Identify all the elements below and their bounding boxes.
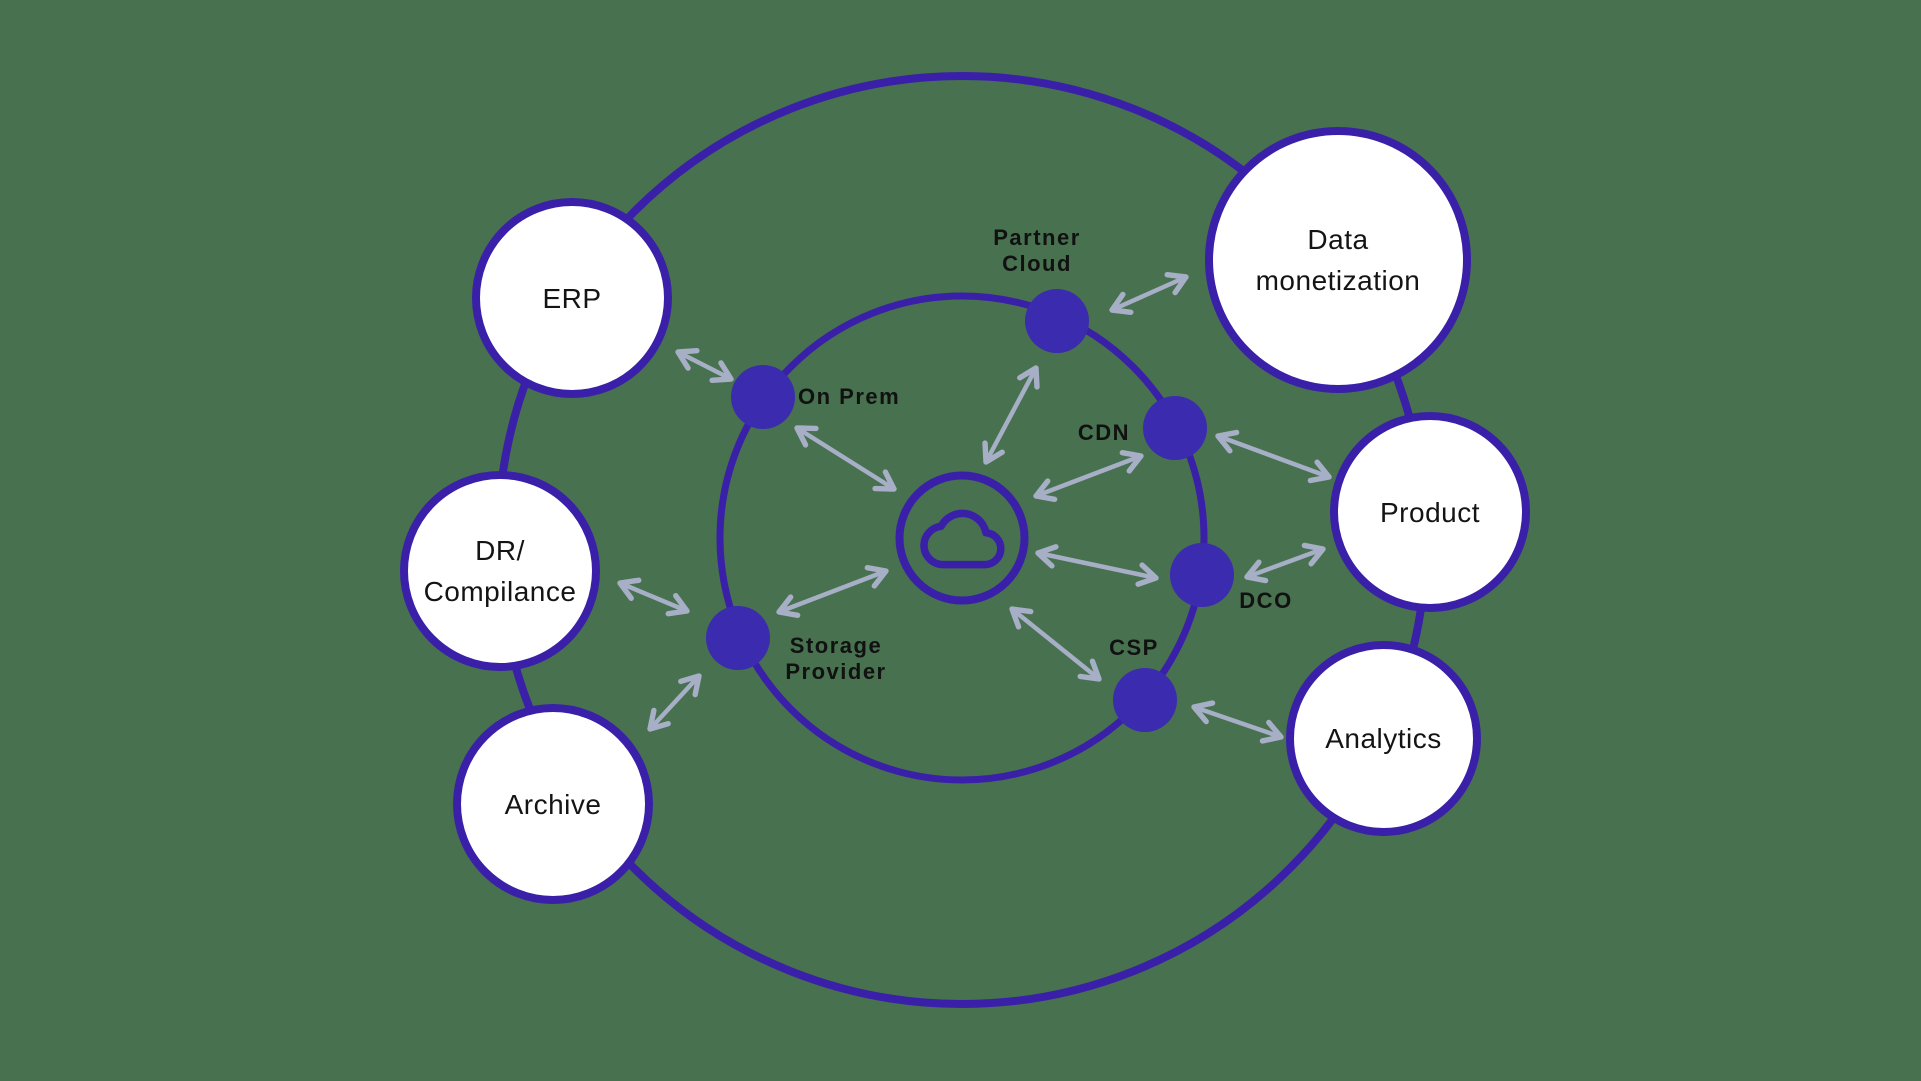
storage-provider-node <box>706 606 770 670</box>
hub-data-monetization-label: Data monetization <box>1255 224 1421 296</box>
storage-provider-label: Storage Provider <box>785 633 887 684</box>
arrow-cloud-dco <box>1035 544 1159 587</box>
hub-dr-compilance: DR/ Compilance <box>400 471 600 671</box>
hub-erp-label: ERP <box>542 282 602 314</box>
cloud-icon <box>920 509 1005 569</box>
inner-ring <box>716 292 1208 784</box>
on-prem-label: On Prem <box>798 384 901 409</box>
arrow-partner-cloud-data-monetization <box>1109 272 1189 315</box>
partner-cloud-node <box>1025 289 1089 353</box>
arrow-cdn-product <box>1215 429 1332 484</box>
dco-node <box>1170 543 1234 607</box>
arrow-cloud-storage-provider <box>776 565 889 618</box>
partner-cloud-label: Partner Cloud <box>993 225 1081 276</box>
hub-erp: ERP <box>472 198 672 398</box>
arrow-cloud-cdn <box>1033 449 1144 503</box>
inner-dots-group <box>706 289 1234 732</box>
arrow-cloud-partner-cloud <box>982 365 1040 465</box>
hub-analytics: Analytics <box>1286 641 1481 836</box>
hub-analytics-label: Analytics <box>1325 723 1442 754</box>
arrow-erp-on-prem <box>675 347 734 384</box>
csp-label: CSP <box>1109 635 1159 660</box>
arrow-storage-provider-dr <box>617 577 690 617</box>
arrow-csp-analytics <box>1191 700 1284 744</box>
hub-product-label: Product <box>1380 496 1480 528</box>
arrow-on-prem-cloud <box>794 425 897 492</box>
arrow-dco-product <box>1244 542 1326 584</box>
hub-dr-compilance-label: DR/ Compilance <box>423 535 577 607</box>
dco-label: DCO <box>1239 588 1293 613</box>
hub-archive: Archive <box>453 704 653 904</box>
hub-archive-label: Archive <box>504 788 602 820</box>
cloud-circle <box>895 471 1029 605</box>
hub-product: Product <box>1330 412 1530 612</box>
arrows-group <box>617 272 1332 744</box>
cdn-label: CDN <box>1077 420 1131 445</box>
arrow-storage-provider-archive <box>647 673 702 732</box>
arrow-cloud-csp <box>1009 606 1102 682</box>
csp-node <box>1113 668 1177 732</box>
hub-data-monetization: Data monetization <box>1205 127 1471 393</box>
central-cloud <box>895 471 1029 605</box>
cdn-node <box>1143 396 1207 460</box>
on-prem-node <box>731 365 795 429</box>
